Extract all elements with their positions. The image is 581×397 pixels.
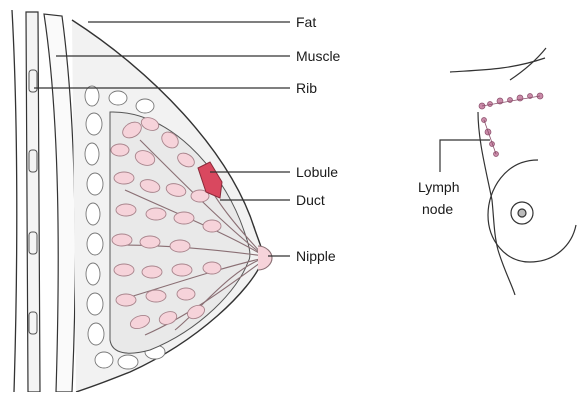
- shoulder-line: [450, 58, 545, 72]
- nipple-shape: [258, 246, 272, 270]
- label-lymph-line2: node: [422, 201, 453, 217]
- label-nipple: Nipple: [296, 248, 336, 264]
- label-lobule: Lobule: [296, 164, 338, 180]
- label-duct: Duct: [296, 192, 325, 208]
- label-rib: Rib: [296, 80, 317, 96]
- muscle-band: [44, 14, 75, 392]
- breast-cross-section: [12, 10, 272, 392]
- lymph-node-chain: [479, 93, 543, 157]
- breast-front-contour: [488, 160, 576, 262]
- label-muscle: Muscle: [296, 48, 341, 64]
- rib-band: [26, 12, 40, 392]
- nipple-front: [518, 209, 526, 217]
- label-lymph-line1: Lymph: [418, 179, 460, 195]
- torso-front-view: [450, 48, 576, 295]
- clavicle-line: [510, 48, 546, 80]
- label-fat: Fat: [296, 14, 316, 30]
- chest-wall: [12, 10, 17, 392]
